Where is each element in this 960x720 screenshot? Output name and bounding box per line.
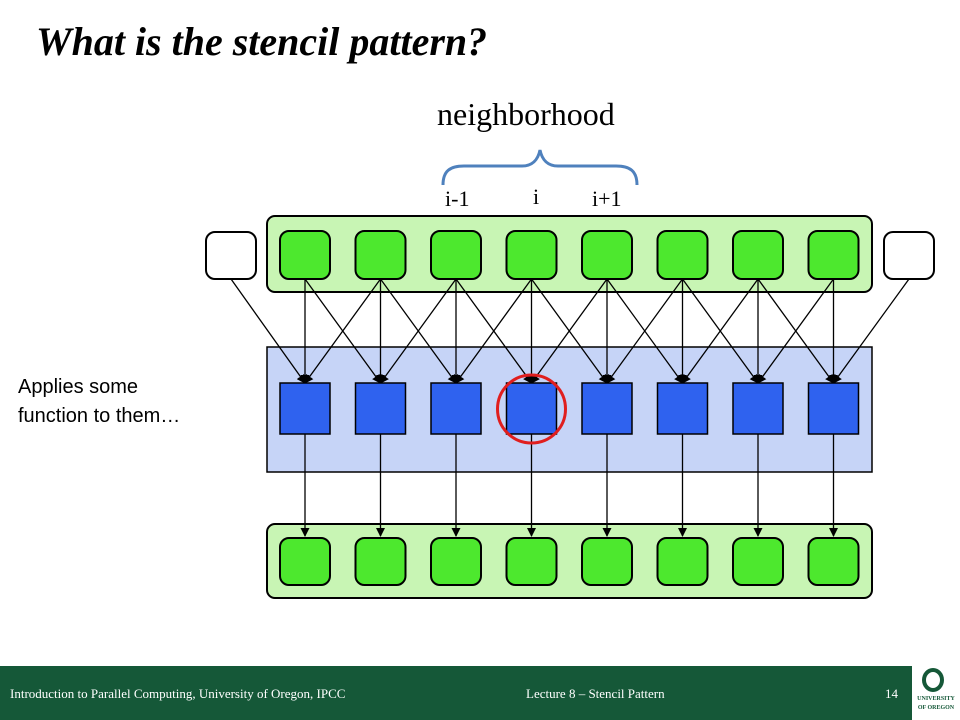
compute-box [354,382,407,435]
index-label-i-minus-1: i-1 [445,186,470,211]
stencil-arrow [606,278,684,384]
stencil-arrow [757,278,835,384]
input-cell [581,230,633,280]
output-cell [732,537,784,586]
stencil-arrow [379,278,457,384]
output-cell [807,537,860,586]
boundary-cell-left [205,231,257,280]
input-cell [354,230,407,280]
stencil-arrow [530,278,608,384]
compute-box [807,382,860,435]
stencil-arrow [304,278,382,384]
stencil-arrow [230,278,306,384]
compute-box [581,382,633,435]
output-cell [279,537,331,586]
slide-title: What is the stencil pattern? [36,19,488,64]
input-band [266,215,873,293]
university-logo: UNIVERSITY OF OREGON [912,666,960,720]
input-cell [430,230,482,280]
side-note-line-1: Applies some [18,376,139,398]
logo-line-2: OF OREGON [917,705,955,711]
output-cell [430,537,482,586]
index-label-i-plus-1: i+1 [592,186,622,211]
stencil-arrow [681,278,759,384]
footer-page-number: 14 [885,686,898,701]
output-cell [354,537,407,586]
output-cell [581,537,633,586]
output-band [266,523,873,599]
footer-bar: Introduction to Parallel Computing, Univ… [0,666,912,720]
compute-box [732,382,784,435]
compute-box [430,382,482,435]
stencil-arrow [832,278,910,384]
neighborhood-label: neighborhood [437,96,615,132]
footer-lecture: Lecture 8 – Stencil Pattern [526,686,665,701]
input-cell [732,230,784,280]
input-cell [656,230,709,280]
stencil-arrow [455,278,533,384]
stencil-diagram [205,149,935,599]
output-cell [656,537,709,586]
index-label-i: i [533,184,540,209]
highlight-circle [496,373,567,445]
boundary-cell-right [883,231,935,280]
logo-line-1: UNIVERSITY [917,696,955,702]
side-note: Applies some function to them… [18,373,180,431]
input-cell [279,230,331,280]
compute-box [279,382,331,435]
logo-o-icon [922,668,944,692]
input-cell [505,230,558,280]
compute-box [505,382,558,435]
compute-box [656,382,709,435]
neighborhood-brace [441,149,639,186]
side-note-line-2: function to them… [18,405,181,427]
output-cell [505,537,558,586]
input-cell [807,230,860,280]
footer-course: Introduction to Parallel Computing, Univ… [10,686,346,701]
